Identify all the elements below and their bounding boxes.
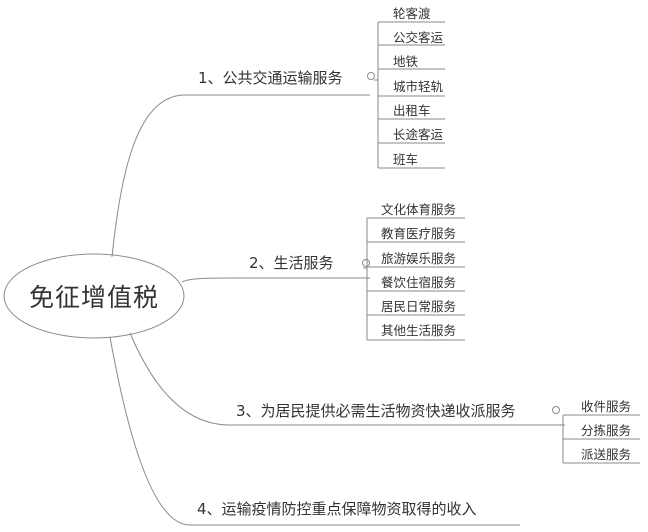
leaf-node[interactable]: 分拣服务 [581, 423, 632, 438]
leaf-node[interactable]: 收件服务 [581, 399, 632, 414]
leaf-node[interactable]: 轮客渡 [393, 6, 431, 21]
leaf-node[interactable]: 文化体育服务 [381, 202, 457, 217]
branch-label: 2、生活服务 [249, 254, 334, 272]
branch-label: 1、公共交通运输服务 [198, 69, 343, 87]
branch-public-transport[interactable]: 1、公共交通运输服务 [198, 67, 343, 88]
branch-express-delivery[interactable]: 3、为居民提供必需生活物资快递收派服务 [236, 400, 516, 421]
leaf-node[interactable]: 城市轻轨 [393, 79, 444, 94]
leaf-node[interactable]: 教育医疗服务 [381, 226, 457, 241]
branch-label: 4、运输疫情防控重点保障物资取得的收入 [197, 500, 477, 518]
leaf-node[interactable]: 居民日常服务 [381, 299, 457, 314]
root-node[interactable]: 免征增值税 [4, 255, 184, 337]
leaf-node[interactable]: 其他生活服务 [381, 323, 457, 338]
leaf-node[interactable]: 班车 [393, 152, 419, 167]
branch-epidemic-transport[interactable]: 4、运输疫情防控重点保障物资取得的收入 [197, 498, 477, 519]
leaf-node[interactable]: 出租车 [393, 103, 431, 118]
leaf-node[interactable]: 餐饮住宿服务 [381, 275, 457, 290]
leaf-node[interactable]: 地铁 [393, 54, 419, 69]
leaf-node[interactable]: 长途客运 [393, 127, 444, 142]
leaf-node[interactable]: 公交客运 [393, 30, 444, 45]
leaf-node[interactable]: 旅游娱乐服务 [381, 251, 457, 266]
root-ellipse [3, 253, 185, 339]
branch-label: 3、为居民提供必需生活物资快递收派服务 [236, 402, 516, 420]
leaf-node[interactable]: 派送服务 [581, 447, 632, 462]
branch-life-services[interactable]: 2、生活服务 [249, 252, 334, 273]
root-label: 免征增值税 [28, 283, 159, 312]
